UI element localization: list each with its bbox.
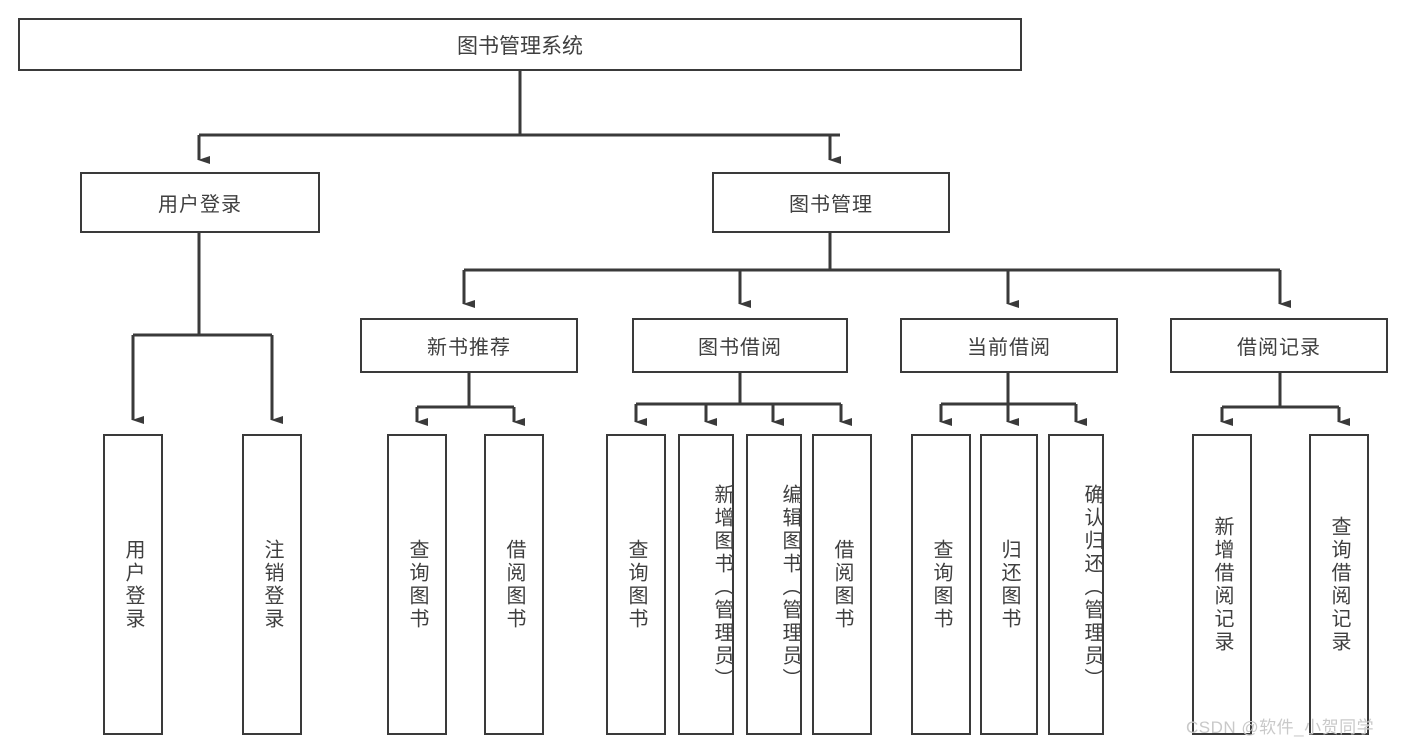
node-user-login[interactable]: 用户登录: [80, 172, 320, 233]
leaf-borrow-borrow-book[interactable]: 借阅图书: [812, 434, 872, 735]
leaf-label: 查询借阅记录: [1328, 515, 1350, 654]
leaf-record-add[interactable]: 新增借阅记录: [1192, 434, 1252, 735]
leaf-label: 新增图书（管理员）: [711, 484, 733, 691]
leaf-label: 确认归还（管理员）: [1081, 484, 1103, 691]
leaf-label: 借阅图书: [831, 538, 853, 631]
node-book-management[interactable]: 图书管理: [712, 172, 950, 233]
leaf-borrow-edit-book[interactable]: 编辑图书（管理员）: [746, 434, 802, 735]
node-book-management-label: 图书管理: [789, 194, 873, 216]
node-new-book-recommend-label: 新书推荐: [427, 337, 511, 359]
node-borrow-record[interactable]: 借阅记录: [1170, 318, 1388, 373]
node-book-borrow[interactable]: 图书借阅: [632, 318, 848, 373]
node-borrow-record-label: 借阅记录: [1237, 337, 1321, 359]
leaf-current-confirm-return[interactable]: 确认归还（管理员）: [1048, 434, 1104, 735]
node-new-book-recommend[interactable]: 新书推荐: [360, 318, 578, 373]
node-current-borrow-label: 当前借阅: [967, 337, 1051, 359]
node-root-label: 图书管理系统: [457, 34, 583, 58]
leaf-user-login-login[interactable]: 用户登录: [103, 434, 163, 735]
node-root[interactable]: 图书管理系统: [18, 18, 1022, 71]
leaf-borrow-add-book[interactable]: 新增图书（管理员）: [678, 434, 734, 735]
leaf-label: 查询图书: [625, 538, 647, 631]
leaf-record-query[interactable]: 查询借阅记录: [1309, 434, 1369, 735]
leaf-current-query-book[interactable]: 查询图书: [911, 434, 971, 735]
leaf-label: 借阅图书: [503, 538, 525, 631]
leaf-label: 用户登录: [122, 538, 144, 631]
leaf-label: 查询图书: [406, 538, 428, 631]
node-book-borrow-label: 图书借阅: [698, 337, 782, 359]
leaf-label: 注销登录: [261, 538, 283, 631]
leaf-new-book-borrow[interactable]: 借阅图书: [484, 434, 544, 735]
leaf-label: 编辑图书（管理员）: [779, 484, 801, 691]
leaf-new-book-query[interactable]: 查询图书: [387, 434, 447, 735]
node-user-login-label: 用户登录: [158, 194, 242, 216]
leaf-user-login-logout[interactable]: 注销登录: [242, 434, 302, 735]
leaf-current-return-book[interactable]: 归还图书: [980, 434, 1038, 735]
leaf-label: 归还图书: [998, 538, 1020, 631]
leaf-label: 新增借阅记录: [1211, 515, 1233, 654]
leaf-borrow-query-book[interactable]: 查询图书: [606, 434, 666, 735]
node-current-borrow[interactable]: 当前借阅: [900, 318, 1118, 373]
csdn-watermark: CSDN @软件_小贺同学: [1186, 718, 1375, 737]
leaf-label: 查询图书: [930, 538, 952, 631]
